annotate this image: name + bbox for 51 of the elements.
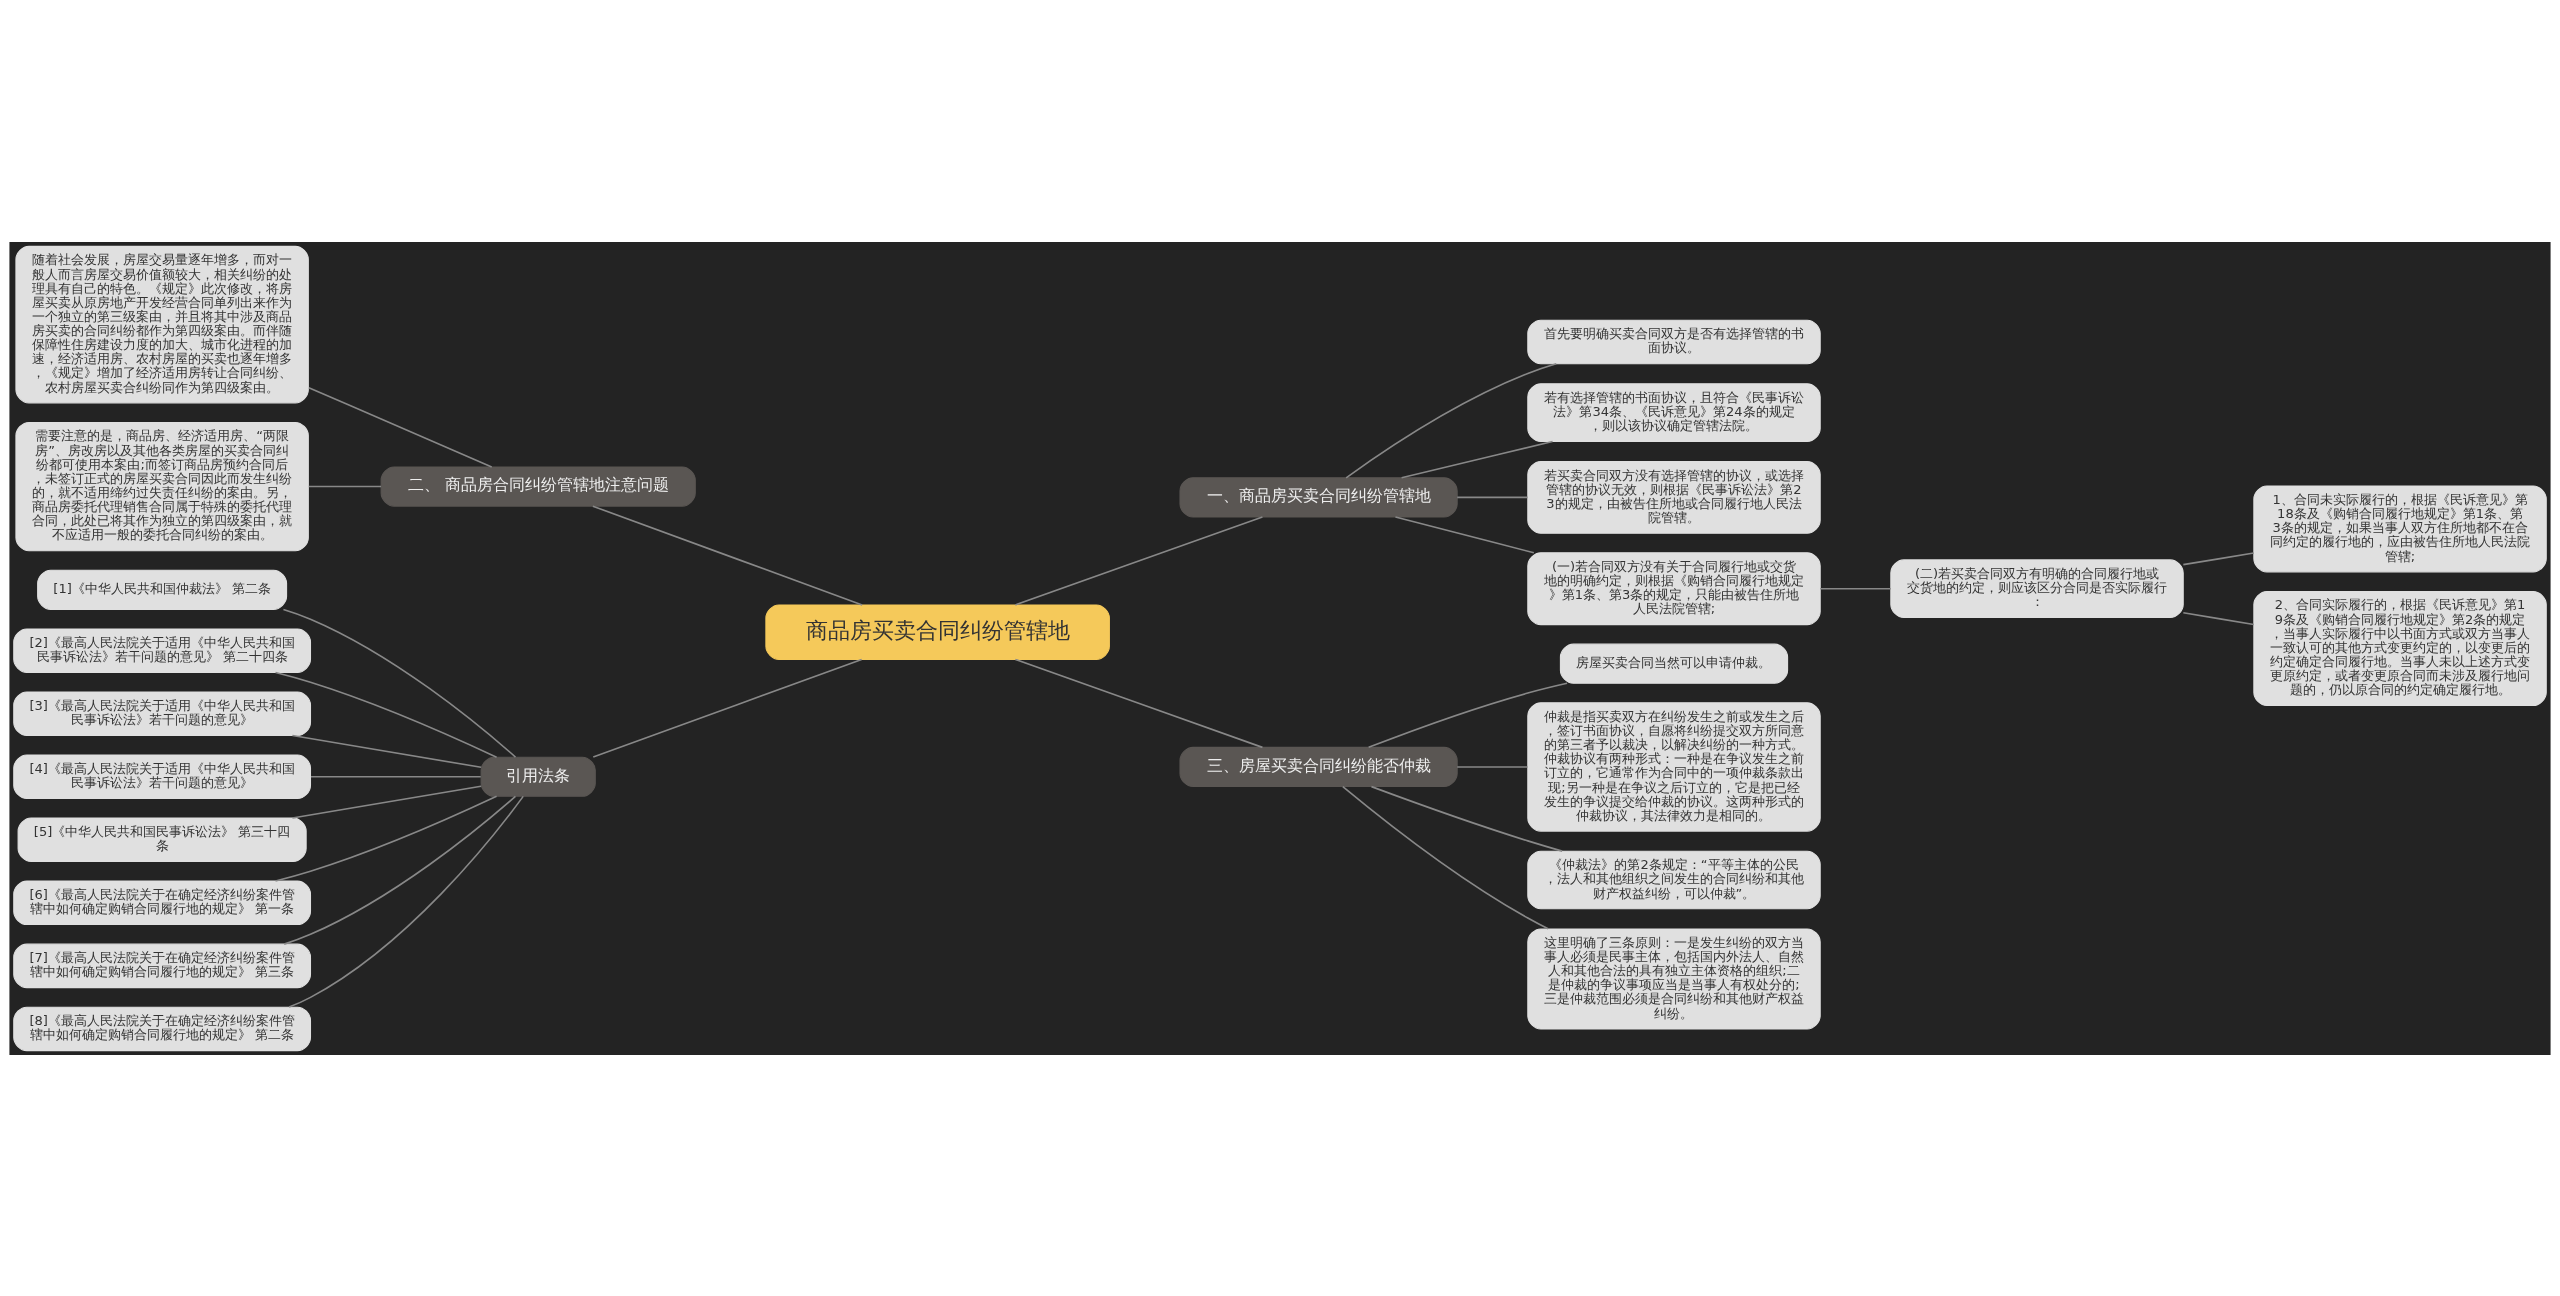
connector <box>2182 551 2255 565</box>
connector <box>1456 496 1529 498</box>
connector <box>291 784 482 819</box>
connector <box>1819 587 1892 590</box>
connector <box>310 775 482 778</box>
connector <box>1394 515 1535 554</box>
node-box: [1]《中华人民共和国仲裁法》 第二条 <box>37 569 288 610</box>
connector <box>288 795 525 1008</box>
connector <box>1345 362 1558 479</box>
connector <box>1367 682 1568 748</box>
connector <box>1342 785 1549 930</box>
connector <box>1014 658 1264 748</box>
node-box: 需要注意的是，商品房、经济适用房、“两限房”、房改房以及其他各类房屋的买卖合同纠纷都可使用本案由;而签订商品房预约合同后，未签订正式的房屋买卖合同因此而发生纠纷的，就不适用缔约过失责任纠纷的案由。另，商品房委托代理销售合同属于特殊的委托代理合同，此处已将其作为独立的第四级案由，就不应适用一般的委托合同纠纷的案由。 <box>15 421 309 551</box>
connector <box>308 485 382 487</box>
node-box: 三、房屋买卖合同纠纷能否仲裁 <box>1179 746 1458 787</box>
node-box: [8]《最高人民法院关于在确定经济纠纷案件管辖中如何确定购销合同履行地的规定》 第二条 <box>13 1006 312 1051</box>
node-box: 若有选择管辖的书面协议，且符合《民事诉讼法》第34条、《民诉意见》第24条的规定，则以该协议确定管辖法院。 <box>1527 382 1821 442</box>
node-box: 这里明确了三条原则：一是发生纠纷的双方当事人必须是民事主体，包括国内外法人、自然人和其他合法的具有独立主体资格的组织;二是仲裁的争议事项应当是当事人有权处分的;三是仲裁范围必须是合同纠纷和其他财产权益纠纷。 <box>1527 927 1821 1029</box>
node-box: 房屋买卖合同当然可以申请仲裁。 <box>1559 643 1789 684</box>
node-box: 首先要明确买卖合同双方是否有选择管辖的书面协议。 <box>1527 319 1821 364</box>
connector <box>592 504 863 606</box>
node-box: [3]《最高人民法院关于适用《中华人民共和国民事诉讼法》若干问题的意见》 <box>13 690 312 736</box>
node-box: 若买卖合同双方没有选择管辖的协议，或选择管辖的协议无效，则根据《民事诉讼法》第23的规定，由被告住所地或合同履行地人民法院管辖。 <box>1527 460 1821 534</box>
node-box: 商品房买卖合同纠纷管辖地 <box>765 603 1110 660</box>
connector <box>274 795 498 882</box>
node-box: 《仲裁法》的第2条规定：“平等主体的公民，法人和其他组织之间发生的合同纠纷和其他财产权益纠纷，可以仲裁”。 <box>1527 850 1821 909</box>
connector <box>282 608 517 758</box>
connector <box>1370 785 1563 852</box>
node-box: [2]《最高人民法院关于适用《中华人民共和国民事诉讼法》若干问题的意见》 第二十四条 <box>13 627 312 673</box>
connector <box>291 734 482 768</box>
connector <box>2182 611 2255 625</box>
node-box: (一)若合同双方没有关于合同履行地或交货地的明确约定，则根据《购销合同履行地规定》第1条、第3条的规定，只能由被告住所地人民法院管辖; <box>1527 551 1821 625</box>
node-box: 随着社会发展，房屋交易量逐年增多，而对一般人而言房屋交易价值额较大，相关纠纷的处理具有自己的特色。《规定》此次修改，将房屋买卖从原房地产开发经营合同单列出来作为一个独立的第三级案由，并且将其中涉及商品房买卖的合同纠纷都作为第四级案由。而伴随保障性住房建设力度的加大、城市化进程的加速，经济适用房、农村房屋的买卖也逐年增多，《规定》增加了经济适用房转让合同纠纷、农村房屋买卖合纠纷同作为第四级案由。 <box>15 245 309 403</box>
connector <box>283 795 517 945</box>
node-box: [6]《最高人民法院关于在确定经济纠纷案件管辖中如何确定购销合同履行地的规定》 第一条 <box>13 880 312 925</box>
node-box: [7]《最高人民法院关于在确定经济纠纷案件管辖中如何确定购销合同履行地的规定》 第三条 <box>13 943 312 988</box>
connector <box>592 658 863 758</box>
node-box: 一、商品房买卖合同纠纷管辖地 <box>1179 476 1458 518</box>
node-box: [4]《最高人民法院关于适用《中华人民共和国民事诉讼法》若干问题的意见》 <box>13 753 312 799</box>
node-box: (二)若买卖合同双方有明确的合同履行地或交货地的约定，则应该区分合同是否实际履行： <box>1890 558 2184 618</box>
connector <box>1014 515 1264 606</box>
node-box: 1、合同未实际履行的，根据《民诉意见》第18条及《购销合同履行地规定》第1条、第3条的规定，如果当事人双方住所地都不在合同约定的履行地的，应由被告住所地人民法院管辖; <box>2253 484 2547 572</box>
connector <box>308 386 493 468</box>
node-box: 二、 商品房合同纠纷管辖地注意问题 <box>380 465 696 507</box>
connector <box>274 671 498 758</box>
node-box: 仲裁是指买卖双方在纠纷发生之前或发生之后，签订书面协议，自愿将纠纷提交双方所同意的第三者予以裁决，以解决纠纷的一种方式。仲裁协议有两种形式：一种是在争议发生之前订立的，它通常作为合同中的一项仲裁条款出现;另一种是在争议之后订立的，它是把已经发生的争议提交给仲裁的协议。这两种形式的仲裁协议，其法律效力是相同的。 <box>1527 701 1821 832</box>
node-box: [5]《中华人民共和国民事诉讼法》 第三十四条 <box>17 817 307 862</box>
connector <box>1400 440 1554 479</box>
node-box: 2、合同实际履行的，根据《民诉意见》第19条及《购销合同履行地规定》第2条的规定，当事人实际履行中以书面方式或双方当事人一致认可的其他方式变更约定的，以变更后的约定确定合同履行地。当事人未以上述方式变更原约定，或者变更原合同而未涉及履行地问题的，仍以原合同的约定确定履行地。 <box>2253 590 2547 706</box>
node-box: 引用法条 <box>480 756 596 797</box>
connector <box>1456 765 1529 768</box>
